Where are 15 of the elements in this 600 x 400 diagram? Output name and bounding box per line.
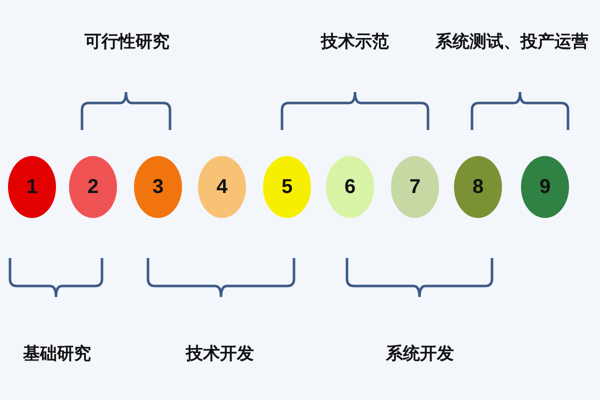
stage-circle: 9 <box>521 156 569 218</box>
stage-circle: 8 <box>454 156 502 218</box>
stage-circle: 2 <box>69 156 117 218</box>
stage-circle: 3 <box>134 156 182 218</box>
stage-circle: 5 <box>263 156 311 218</box>
phase-label: 系统开发 <box>386 343 454 365</box>
stage-circle: 1 <box>8 156 56 218</box>
phase-label: 系统测试、投产运营 <box>436 31 588 53</box>
phase-label: 基础研究 <box>23 343 91 365</box>
stage-circle: 4 <box>198 156 246 218</box>
phase-label: 技术示范 <box>321 31 389 53</box>
stage-circle: 6 <box>326 156 374 218</box>
stage-circle: 7 <box>391 156 439 218</box>
phase-label: 可行性研究 <box>84 31 170 53</box>
phase-label: 技术开发 <box>186 343 254 365</box>
